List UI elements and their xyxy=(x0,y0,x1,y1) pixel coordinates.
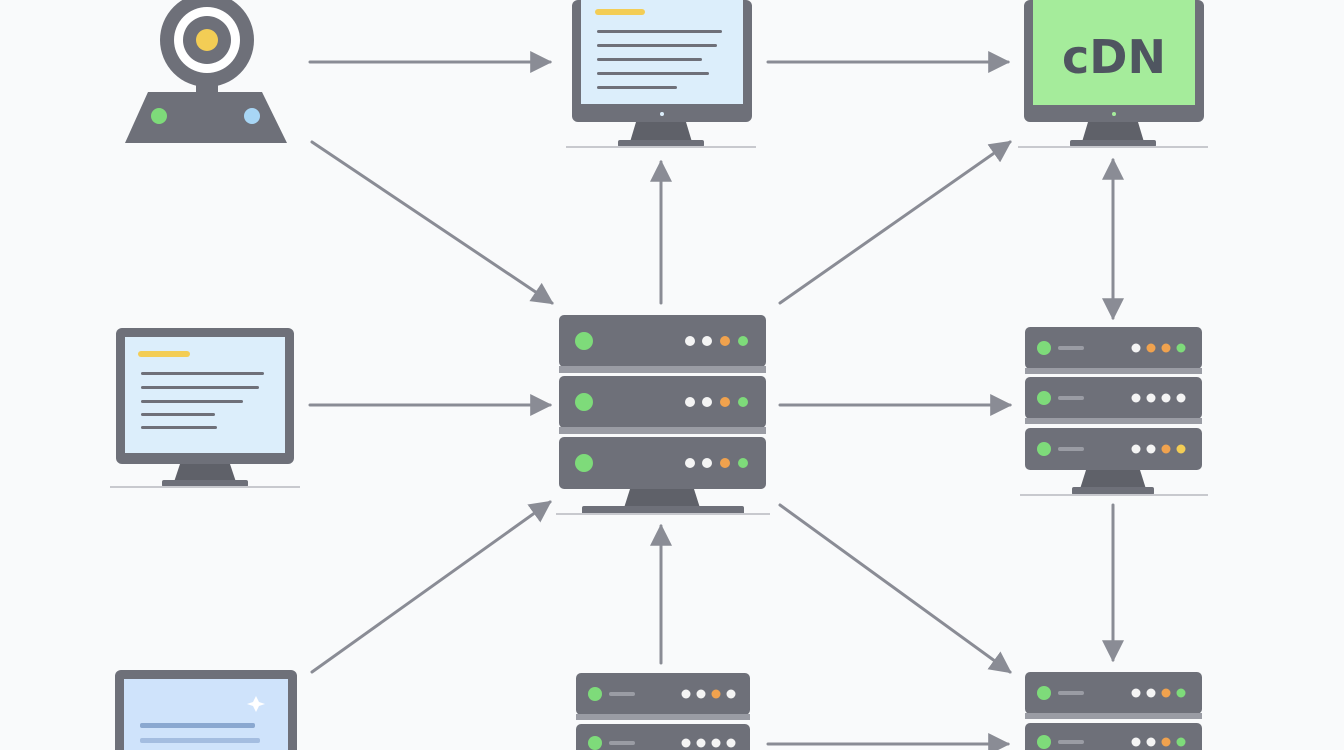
arrow-server-main-to-cdn xyxy=(778,140,1012,305)
server-right-icon xyxy=(1020,327,1208,496)
monitor-top-icon xyxy=(566,0,756,148)
server-bottom-mid-icon xyxy=(576,673,750,750)
connection-arrows xyxy=(308,51,1124,750)
cdn-label: cDN xyxy=(1062,30,1166,84)
arrow-webcam-to-server-main xyxy=(310,140,554,305)
monitor-left-icon xyxy=(110,328,300,488)
server-main-icon xyxy=(556,315,770,515)
cdn-monitor-icon: cDN xyxy=(1018,0,1208,148)
arrow-server-main-to-server-bottom-right xyxy=(778,503,1012,674)
monitor-bottom-left-icon xyxy=(115,670,297,750)
webcam-icon xyxy=(125,0,287,143)
server-bottom-right-icon xyxy=(1025,672,1202,750)
arrow-monitor-bottom-left-to-server-main xyxy=(310,500,552,674)
